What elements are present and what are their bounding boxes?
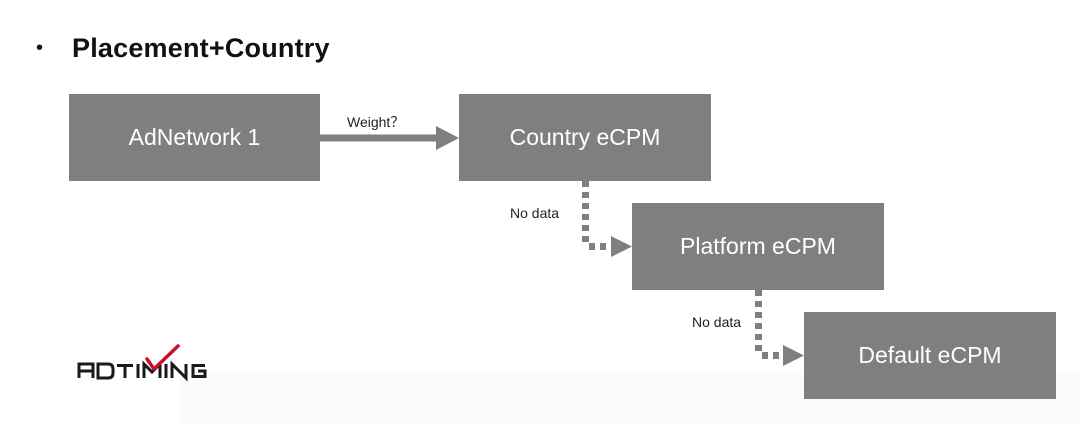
page-heading: • Placement+Country (36, 28, 330, 68)
bullet-point: • (36, 37, 44, 59)
no-data-label-2: No data (692, 314, 742, 330)
page-title: Placement+Country (72, 32, 330, 63)
no-data-label-1: No data (510, 205, 560, 221)
weight-arrow-head (436, 126, 459, 150)
platform-ecpm-box: Platform eCPM (632, 203, 884, 290)
weight-label: Weight？ (347, 114, 405, 130)
adtiming-logo (77, 344, 207, 382)
default-ecpm-box: Default eCPM (804, 312, 1056, 399)
country-ecpm-box: Country eCPM (459, 94, 711, 181)
fallback-arrow-head-1 (611, 236, 632, 257)
fallback-arrow-head-2 (783, 345, 804, 366)
adnetwork-box: AdNetwork 1 (69, 94, 320, 181)
